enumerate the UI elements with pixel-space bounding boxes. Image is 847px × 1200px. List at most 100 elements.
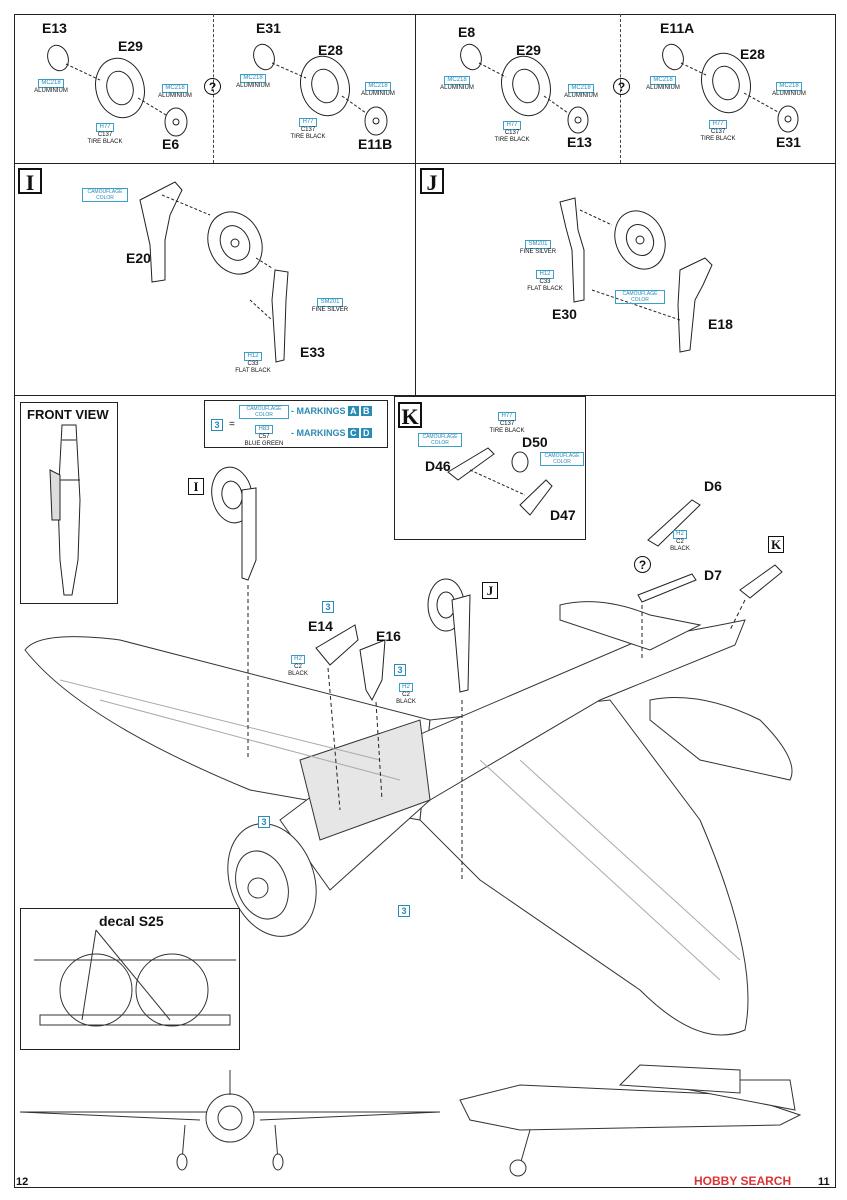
mid-row-divider	[14, 395, 836, 396]
marking-badge: B	[361, 406, 372, 416]
optional-marker: ?	[634, 556, 651, 573]
part-label: E13	[42, 20, 67, 36]
part-label: E30	[552, 306, 577, 322]
part-label: E28	[318, 42, 343, 58]
part-label: D47	[550, 507, 576, 523]
decal-inset: decal S25	[20, 908, 240, 1050]
color-camouflage: CAMOUFLAGE COLOR	[540, 452, 584, 466]
color-camouflage: CAMOUFLAGE COLOR	[615, 290, 665, 304]
color-callout: H2 C2 BLACK	[284, 655, 312, 678]
color-name: ALUMINIUM	[34, 88, 68, 94]
color-code: H2	[399, 683, 413, 692]
color-name: ALUMINIUM	[361, 91, 395, 97]
step-j-ref: J	[482, 582, 498, 599]
step-k-ref: K	[768, 536, 784, 553]
markings-legend: 3 = CAMOUFLAGE COLOR - MARKINGS A B H83 …	[204, 400, 388, 448]
color-callout: CAMOUFLAGE COLOR	[615, 290, 665, 304]
optional-marker: ?	[204, 78, 221, 95]
color-name: FINE SILVER	[519, 249, 557, 255]
color-name: ALUMINIUM	[646, 85, 680, 91]
color-name: TIRE BLACK	[700, 136, 736, 142]
legend-markings-cd: - MARKINGS C D	[291, 428, 372, 438]
color-code: MC218	[650, 76, 676, 85]
color-code: H83	[255, 425, 273, 434]
part-label: E6	[162, 136, 180, 152]
color-code-secondary: C137	[499, 421, 515, 427]
front-view-inset: FRONT VIEW	[20, 402, 118, 604]
color-callout: MC218 ALUMINIUM	[766, 82, 812, 98]
color-callout: MC218 ALUMINIUM	[434, 76, 480, 92]
color-callout: CAMOUFLAGE COLOR	[82, 188, 128, 202]
part-label: E16	[376, 628, 401, 644]
part-label: E33	[300, 344, 325, 360]
color-code: H12	[244, 352, 262, 361]
part-label: E31	[256, 20, 281, 36]
page-number-left: 12	[16, 1176, 29, 1188]
color-callout: H2 C2 BLACK	[392, 683, 420, 706]
color-code-secondary: C57	[258, 434, 270, 440]
paint-code-3: 3	[322, 601, 334, 613]
color-code-secondary: C33	[247, 361, 259, 367]
marking-badge: C	[348, 428, 359, 438]
step-i-ref: I	[188, 478, 204, 495]
part-label: E8	[458, 24, 476, 40]
color-code: H2	[673, 530, 687, 539]
page-frame	[14, 14, 836, 1188]
color-callout: MC218 ALUMINIUM	[230, 74, 276, 90]
front-view-title: FRONT VIEW	[27, 407, 109, 422]
part-label: E11A	[660, 20, 695, 36]
color-callout: MC218 ALUMINIUM	[152, 84, 198, 100]
color-name: TIRE BLACK	[87, 139, 123, 145]
color-code: H2	[291, 655, 305, 664]
part-label: E20	[126, 250, 151, 266]
color-code: H12	[536, 270, 554, 279]
color-name: BLACK	[396, 699, 416, 705]
color-camouflage: CAMOUFLAGE COLOR	[418, 433, 462, 447]
color-callout: H83 C57 BLUE GREEN	[239, 425, 289, 448]
color-code: MC218	[365, 82, 391, 91]
color-code-secondary: C2	[676, 539, 684, 545]
color-callout: SM201 FINE SILVER	[515, 240, 561, 256]
color-callout: H2 C2 BLACK	[666, 530, 694, 553]
color-callout: CAMOUFLAGE COLOR	[418, 433, 462, 447]
color-code: MC218	[444, 76, 470, 85]
color-name: FLAT BLACK	[235, 368, 271, 374]
decal-title: decal S25	[99, 913, 164, 929]
color-camouflage: CAMOUFLAGE COLOR	[82, 188, 128, 202]
marking-badge: D	[361, 428, 372, 438]
color-code: MC218	[38, 79, 64, 88]
color-name: FINE SILVER	[311, 307, 349, 313]
page-number-right: 11	[818, 1176, 830, 1188]
part-label: E13	[567, 134, 592, 150]
color-code-secondary: C137	[504, 130, 520, 136]
color-callout: SM201 FINE SILVER	[306, 298, 354, 314]
paint-code-3: 3	[211, 419, 223, 431]
color-name: BLACK	[670, 546, 690, 552]
color-name: TIRE BLACK	[494, 137, 530, 143]
color-code-secondary: C137	[710, 129, 726, 135]
color-code: SM201	[525, 240, 551, 249]
part-label: E29	[516, 42, 541, 58]
color-callout: H77 C137 TIRE BLACK	[489, 121, 535, 144]
top-row-divider	[14, 163, 836, 164]
color-code-secondary: C137	[97, 132, 113, 138]
color-code: MC218	[162, 84, 188, 93]
color-name: ALUMINIUM	[440, 85, 474, 91]
color-callout: H77 C137 TIRE BLACK	[695, 120, 741, 143]
color-code: MC218	[240, 74, 266, 83]
step-k-marker: K	[398, 402, 422, 429]
step-i-marker: I	[18, 168, 42, 195]
color-callout: H12 C33 FLAT BLACK	[522, 270, 568, 293]
color-callout: MC218 ALUMINIUM	[28, 79, 74, 95]
color-code-secondary: C2	[294, 664, 302, 670]
color-code: H77	[299, 118, 317, 127]
color-code: SM201	[317, 298, 343, 307]
part-label: E31	[776, 134, 801, 150]
legend-markings-text: - MARKINGS	[291, 428, 346, 438]
color-code: MC218	[568, 84, 594, 93]
color-name: ALUMINIUM	[236, 83, 270, 89]
part-label: E11B	[358, 136, 393, 152]
color-name: ALUMINIUM	[772, 91, 806, 97]
part-label: E29	[118, 38, 143, 54]
